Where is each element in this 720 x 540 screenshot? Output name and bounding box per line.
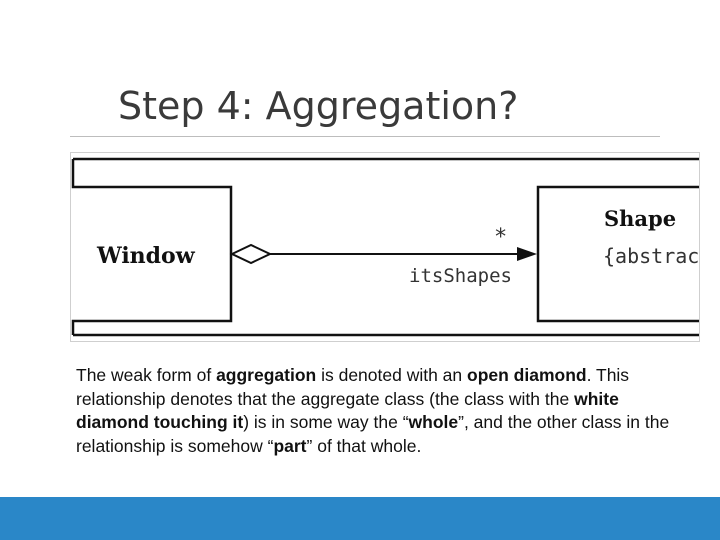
caption-part: ) is in some way the “ (243, 412, 409, 432)
shape-stereotype: {abstrac (603, 244, 699, 268)
caption-part: ”, and the other class in the relationsh… (76, 412, 670, 456)
shape-class-name: Shape (604, 206, 676, 231)
footer-bar (0, 497, 720, 540)
caption-emphasis: white diamond touching it (76, 388, 619, 433)
arrowhead-icon (517, 247, 537, 261)
shape-class-box (73, 185, 699, 337)
slide-title: Step 4: Aggregation? (118, 84, 519, 128)
caption-part: is denoted with an (316, 365, 468, 385)
caption-part: ” of that whole. (306, 435, 422, 456)
caption-emphasis: aggregation (216, 365, 317, 385)
caption-part: . This relationship denotes that the agg… (76, 365, 630, 409)
multiplicity-label: * (494, 225, 507, 250)
caption-part: The weak form of (76, 365, 217, 385)
caption-emphasis: part (273, 435, 307, 456)
caption-text: The weak form of aggregation is denoted … (76, 364, 686, 458)
role-name-label: itsShapes (409, 265, 512, 287)
caption-emphasis: open diamond (467, 365, 587, 385)
title-divider (70, 136, 660, 137)
caption-emphasis: whole (408, 412, 459, 432)
aggregation-association (229, 243, 537, 265)
open-diamond-icon (229, 243, 273, 265)
window-class-name: Window (96, 243, 196, 269)
uml-diagram: Window Shape {abstrac * itsShapes (70, 152, 700, 342)
uml-diagram-svg: Window Shape {abstrac * itsShapes (71, 157, 699, 337)
